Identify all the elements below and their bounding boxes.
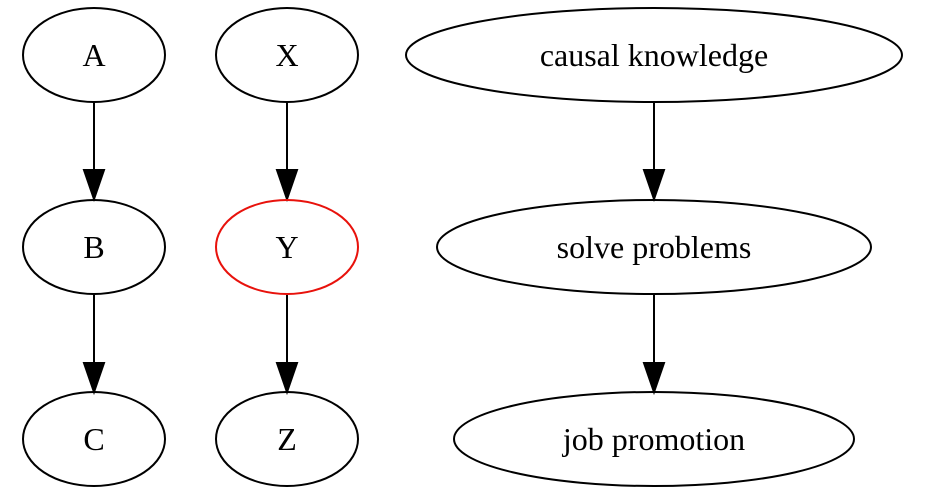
node-x-label: X	[275, 37, 298, 73]
node-a: A	[22, 7, 166, 103]
edge-y-z	[275, 295, 299, 396]
node-y-label: Y	[275, 229, 298, 265]
node-causal-knowledge: causal knowledge	[405, 7, 903, 103]
edge-b-c	[82, 295, 106, 396]
node-b: B	[22, 199, 166, 295]
node-c-label: C	[83, 421, 104, 457]
node-c: C	[22, 391, 166, 487]
node-x: X	[215, 7, 359, 103]
node-y: Y	[215, 199, 359, 295]
edge-causal-knowledge-solve-problems	[642, 102, 666, 203]
node-z: Z	[215, 391, 359, 487]
node-z-label: Z	[277, 421, 297, 457]
edge-x-y	[275, 102, 299, 203]
node-b-label: B	[83, 229, 104, 265]
node-job-promotion-label: job promotion	[562, 421, 745, 457]
node-solve-problems: solve problems	[436, 199, 872, 295]
node-job-promotion: job promotion	[453, 391, 855, 487]
edge-a-b	[82, 102, 106, 203]
node-solve-problems-label: solve problems	[557, 229, 752, 265]
node-causal-knowledge-label: causal knowledge	[540, 37, 768, 73]
edge-solve-problems-job-promotion	[642, 295, 666, 396]
node-a-label: A	[82, 37, 105, 73]
